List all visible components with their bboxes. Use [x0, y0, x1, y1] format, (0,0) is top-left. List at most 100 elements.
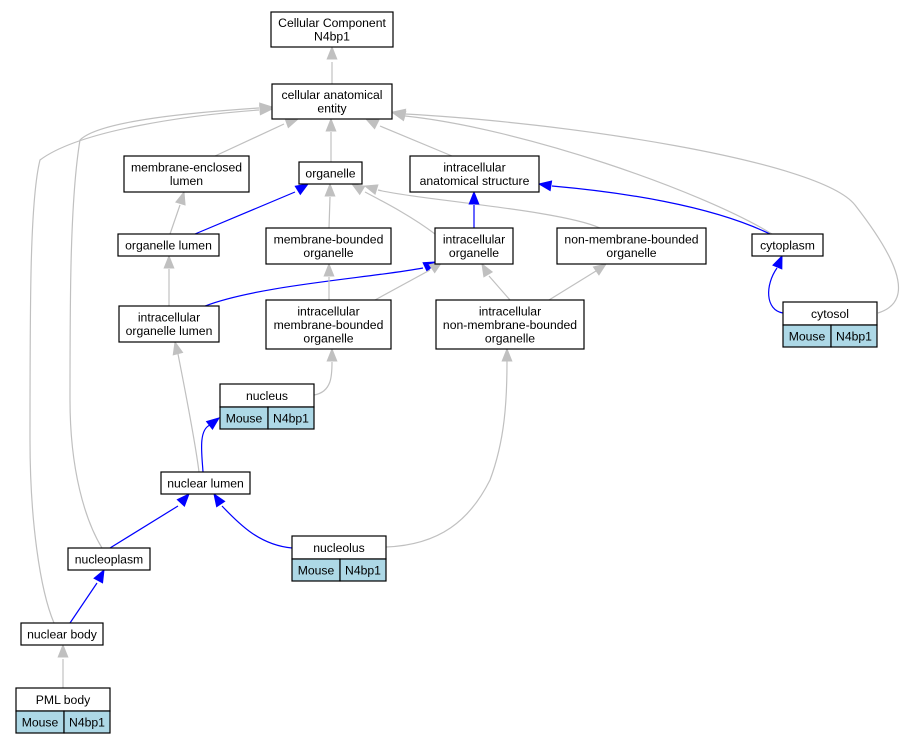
arrowhead-icon — [325, 117, 337, 132]
edge-imbo-to-io — [374, 261, 444, 301]
arrowhead-icon — [324, 182, 336, 197]
arrowhead-icon — [364, 118, 380, 130]
node-org[interactable]: organelle — [298, 161, 363, 185]
node-label-line: organelle — [606, 246, 656, 260]
edge-cyto-to-ias — [537, 180, 771, 235]
edge-line — [177, 353, 200, 473]
node-inmbo[interactable]: intracellularnon-membrane-boundedorganel… — [435, 299, 585, 350]
arrowhead-icon — [213, 492, 226, 508]
arrowhead-icon — [259, 104, 274, 116]
arrowhead-icon — [363, 184, 379, 195]
edge-line — [201, 424, 211, 473]
arrowhead-icon — [284, 117, 300, 129]
arrowhead-icon — [163, 254, 175, 269]
node-label-line: Cellular Component — [278, 16, 386, 30]
node-label-line: intracellular — [443, 161, 505, 175]
node-nlumen[interactable]: nuclear lumen — [160, 471, 251, 495]
annotation-row: Mouse N4bp1 — [219, 406, 315, 430]
edge-nucleolus-to-inmbo — [385, 347, 513, 548]
edge-mel-to-cae — [214, 117, 300, 157]
node-label-line: lumen — [170, 174, 203, 188]
node-box — [434, 227, 514, 265]
edge-inmbo-to-nmbo — [548, 263, 608, 301]
node-orglum[interactable]: organelle lumen — [117, 233, 220, 257]
edge-nlumen-to-iol — [172, 340, 200, 473]
node-label-line: PML body — [36, 693, 91, 707]
edge-nucleus-to-imbo — [313, 347, 338, 396]
edge-line — [169, 204, 181, 235]
node-box — [556, 227, 707, 265]
node-label-line: nucleus — [246, 389, 288, 403]
arrowhead-icon — [323, 262, 335, 277]
edge-nbody-to-cae — [29, 104, 274, 624]
arrowhead-icon — [350, 183, 366, 196]
annotation-organism: Mouse — [298, 563, 335, 577]
arrowhead-icon — [326, 347, 338, 362]
annotation-organism: Mouse — [22, 715, 59, 729]
node-box — [298, 161, 363, 185]
edge-cae-to-root — [326, 45, 338, 84]
annotation-gene-cell — [63, 710, 111, 734]
node-label-line: organelle lumen — [125, 238, 212, 252]
node-box — [751, 233, 824, 257]
node-box — [67, 547, 151, 571]
edge-line — [404, 113, 899, 314]
node-box — [118, 305, 220, 343]
node-box — [117, 233, 220, 257]
node-label-line: anatomical structure — [420, 174, 530, 188]
annotation-gene-cell — [830, 324, 878, 348]
arrowhead-icon — [501, 347, 513, 362]
edge-line — [768, 267, 784, 314]
node-label-line: membrane-bounded — [274, 318, 384, 332]
edge-line — [364, 191, 436, 235]
edge-io-to-ias — [468, 190, 480, 228]
node-label-line: cellular anatomical — [282, 88, 383, 102]
arrowhead-icon — [176, 493, 190, 507]
node-nbody[interactable]: nuclear body — [20, 622, 104, 646]
node-label-line: organelle — [305, 166, 355, 180]
annotation-gene: N4bp1 — [273, 411, 309, 425]
node-label-line: organelle — [303, 246, 353, 260]
arrowhead-icon — [175, 190, 186, 206]
node-cyto[interactable]: cytoplasm — [751, 233, 824, 257]
node-label-line: intracellular — [443, 233, 505, 247]
node-label-line: nucleoplasm — [75, 552, 143, 566]
edge-line — [214, 123, 285, 157]
node-nucleoplasm[interactable]: nucleoplasm — [67, 547, 151, 571]
node-label-line: non-membrane-bounded — [564, 233, 698, 247]
annotation-organism: Mouse — [789, 329, 826, 343]
node-label-line: intracellular — [297, 304, 359, 318]
edge-line — [377, 189, 601, 229]
edge-iol-to-orglum — [163, 254, 175, 306]
edge-line — [374, 269, 431, 301]
node-label-line: membrane-enclosed — [131, 161, 242, 175]
annotation-gene-cell — [339, 558, 387, 582]
edge-pml-to-nbody — [57, 643, 69, 688]
edge-line — [328, 196, 331, 229]
node-label-line: nucleolus — [313, 541, 365, 555]
arrowhead-icon — [537, 180, 553, 192]
node-label-line: organelle — [303, 331, 353, 345]
edge-line — [379, 125, 453, 157]
node-label-line: entity — [317, 102, 347, 116]
node-box — [265, 227, 392, 265]
annotation-gene: N4bp1 — [69, 715, 105, 729]
edge-line — [29, 109, 260, 624]
annotation-organism: Mouse — [226, 411, 263, 425]
